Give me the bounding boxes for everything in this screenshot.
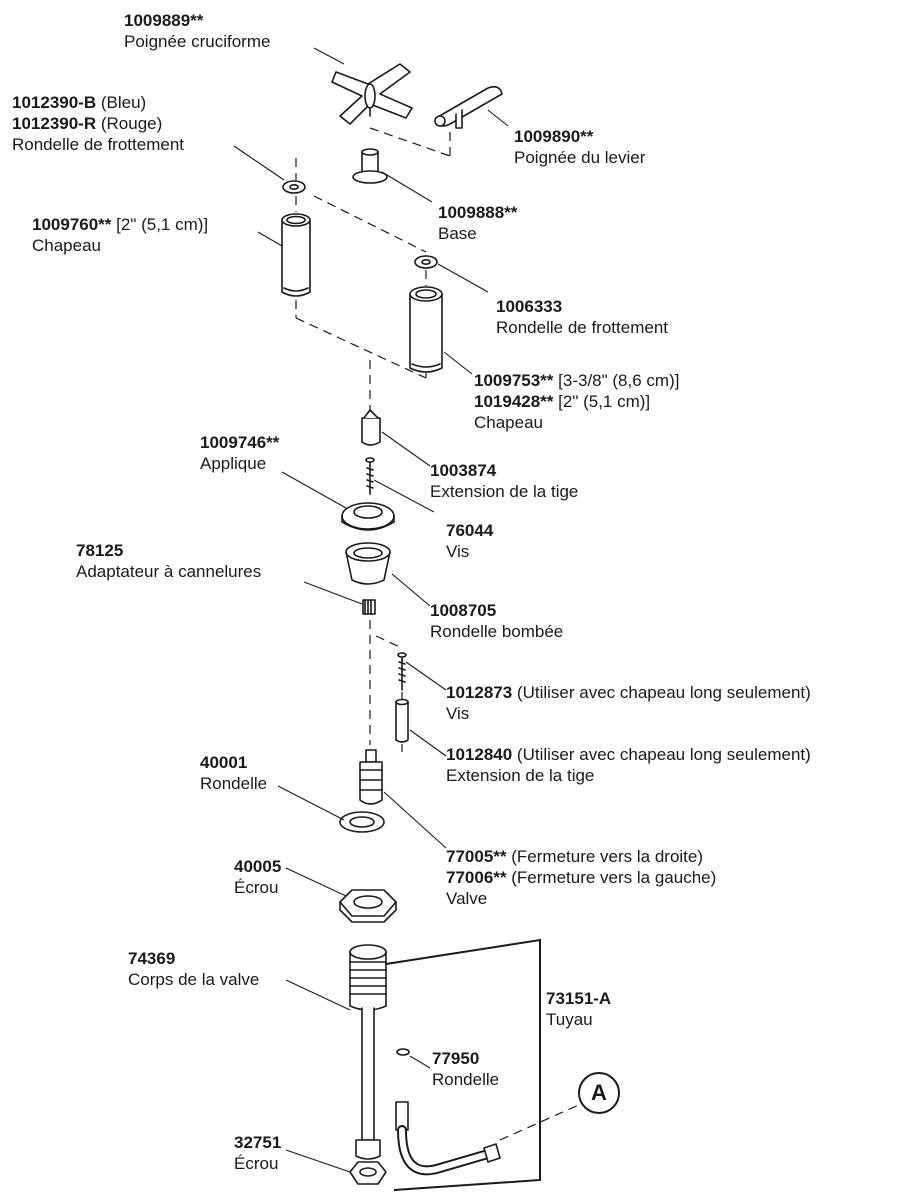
part-number: 1019428** xyxy=(474,392,554,411)
part-number: 73151-A xyxy=(546,989,612,1008)
part-number: 1009760** xyxy=(32,215,112,234)
part-description: Rondelle xyxy=(432,1070,500,1089)
label-washer: 40001 Rondelle xyxy=(200,752,267,794)
label-screw: 76044 Vis xyxy=(446,520,493,562)
label-escutcheon: 1009746** Applique xyxy=(200,432,279,474)
escutcheon-drawing xyxy=(341,502,395,531)
part-number: 1009889** xyxy=(124,11,204,30)
part-number: 1009890** xyxy=(514,127,594,146)
label-long-extension: 1012840 (Utiliser avec chapeau long seul… xyxy=(446,744,811,786)
part-description: Rondelle bombée xyxy=(430,622,564,641)
part-description: Applique xyxy=(200,454,267,473)
label-stem-extension: 1003874 Extension de la tige xyxy=(430,460,578,502)
part-description: Extension de la tige xyxy=(430,482,579,501)
part-number: 77005** xyxy=(446,847,507,866)
part-description: Poignée du levier xyxy=(514,148,646,167)
part-number: 40005 xyxy=(234,857,282,876)
part-number: 77950 xyxy=(432,1049,480,1068)
label-lever-handle: 1009890** Poignée du levier xyxy=(514,126,645,168)
part-description: Chapeau xyxy=(474,413,544,432)
long-extension-drawing xyxy=(395,698,409,743)
part-number: 1009753** xyxy=(474,371,554,390)
part-number: 40001 xyxy=(200,753,248,772)
part-number: 1008705 xyxy=(430,601,497,620)
spline-adapter-drawing xyxy=(362,599,376,615)
part-number: 1012840 xyxy=(446,745,513,764)
label-spline-adapter: 78125 Adaptateur à cannelures xyxy=(76,540,261,582)
part-number: 78125 xyxy=(76,541,124,560)
part-number: 32751 xyxy=(234,1133,282,1152)
label-bottom-nut: 32751 Écrou xyxy=(234,1132,281,1174)
stem-extension-drawing xyxy=(361,409,381,446)
part-description: Rondelle xyxy=(200,774,268,793)
label-cap-short: 1009760** [2" (5,1 cm)] Chapeau xyxy=(32,214,208,256)
part-number: 1012390-B xyxy=(12,93,97,112)
washer-drawing xyxy=(339,811,385,833)
part-note: (Fermeture vers la droite) xyxy=(511,847,704,866)
valve-body-drawing xyxy=(349,944,387,1160)
part-description: Base xyxy=(438,224,477,243)
part-description: Écrou xyxy=(234,1154,279,1173)
part-description: Écrou xyxy=(234,878,279,897)
hose-drawing xyxy=(395,1101,501,1176)
base-drawing xyxy=(352,148,388,184)
cross-handle-drawing xyxy=(331,63,413,125)
label-friction-washer: 1006333 Rondelle de frottement xyxy=(496,296,668,338)
label-nut: 40005 Écrou xyxy=(234,856,281,898)
part-description: Tuyau xyxy=(546,1010,593,1029)
part-description: Adaptateur à cannelures xyxy=(76,562,262,581)
small-washer-drawing xyxy=(396,1048,410,1056)
valve-cartridge-drawing xyxy=(359,749,383,805)
part-description: Valve xyxy=(446,889,488,908)
label-hose: 73151-A Tuyau xyxy=(546,988,611,1030)
label-base: 1009888** Base xyxy=(438,202,517,244)
callout-a: A xyxy=(578,1072,620,1114)
part-size: [2" (5,1 cm)] xyxy=(558,392,651,411)
part-number: 1012390-R xyxy=(12,114,97,133)
part-number: 1006333 xyxy=(496,297,563,316)
part-description: Vis xyxy=(446,704,470,723)
part-number: 76044 xyxy=(446,521,494,540)
label-cap-long: 1009753** [3-3/8" (8,6 cm)] 1019428** [2… xyxy=(474,370,679,433)
part-number: 1003874 xyxy=(430,461,497,480)
part-note: (Utiliser avec chapeau long seulement) xyxy=(516,683,811,702)
part-note: (Utiliser avec chapeau long seulement) xyxy=(516,745,811,764)
part-number: 1009746** xyxy=(200,433,280,452)
screw-drawing xyxy=(365,457,375,495)
part-number: 1012873 xyxy=(446,683,513,702)
part-description: Vis xyxy=(446,542,470,561)
label-friction-washer-color: 1012390-B (Bleu) 1012390-R (Rouge) Ronde… xyxy=(12,92,184,155)
part-description: Rondelle de frottement xyxy=(496,318,668,337)
long-screw-drawing xyxy=(397,652,407,691)
part-description: Chapeau xyxy=(32,236,102,255)
part-size: [3-3/8" (8,6 cm)] xyxy=(558,371,680,390)
label-long-screw: 1012873 (Utiliser avec chapeau long seul… xyxy=(446,682,811,724)
label-small-washer: 77950 Rondelle xyxy=(432,1048,499,1090)
hex-nut-drawing xyxy=(339,889,397,923)
part-note: (Fermeture vers la gauche) xyxy=(511,868,717,887)
part-description: Rondelle de frottement xyxy=(12,135,184,154)
part-note: (Rouge) xyxy=(100,114,163,133)
label-valve: 77005** (Fermeture vers la droite) 77006… xyxy=(446,846,716,909)
part-description: Extension de la tige xyxy=(446,766,595,785)
label-domed-washer: 1008705 Rondelle bombée xyxy=(430,600,563,642)
lever-handle-drawing xyxy=(434,86,503,129)
part-number: 77006** xyxy=(446,868,507,887)
part-description: Corps de la valve xyxy=(128,970,260,989)
long-cap-drawing xyxy=(409,286,443,373)
domed-washer-drawing xyxy=(345,542,391,585)
bottom-nut-drawing xyxy=(349,1161,387,1185)
part-number: 1009888** xyxy=(438,203,518,222)
part-note: (Bleu) xyxy=(100,93,147,112)
part-size: [2" (5,1 cm)] xyxy=(116,215,209,234)
label-cross-handle: 1009889** Poignée cruciforme xyxy=(124,10,270,52)
part-description: Poignée cruciforme xyxy=(124,32,271,51)
part-number: 74369 xyxy=(128,949,176,968)
label-valve-body: 74369 Corps de la valve xyxy=(128,948,259,990)
short-cap-drawing xyxy=(281,213,311,297)
